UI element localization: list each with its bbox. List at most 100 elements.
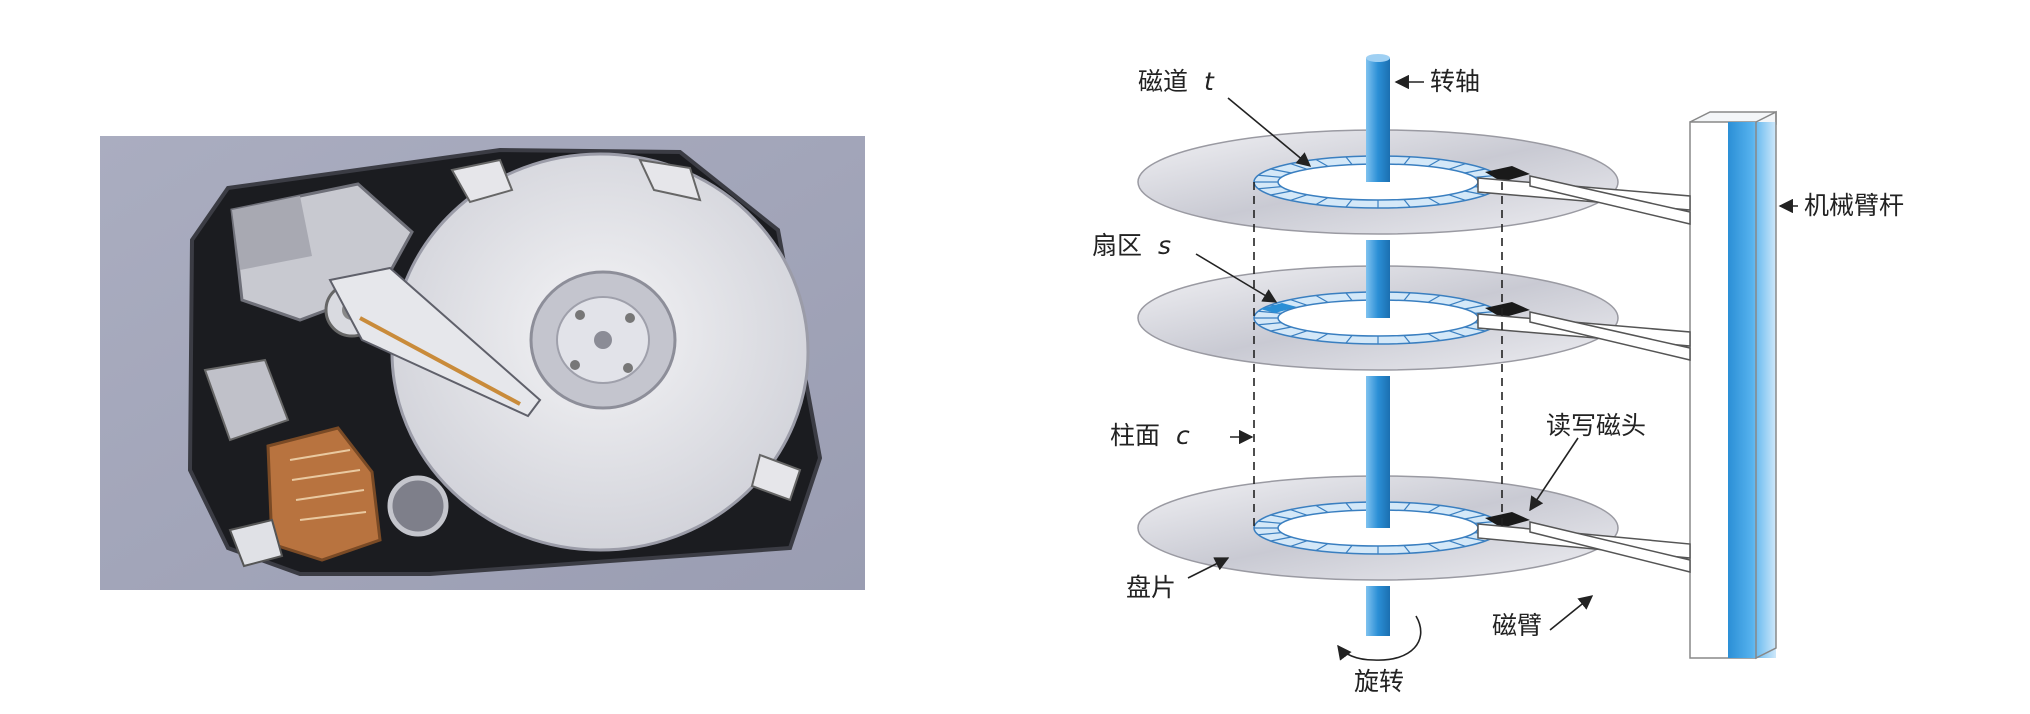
sector-divider xyxy=(1464,514,1486,520)
arm-2-lower xyxy=(1529,311,1691,361)
hdd-hub-center xyxy=(594,331,612,349)
sector-divider xyxy=(1290,299,1308,306)
sector-divider xyxy=(1464,190,1486,196)
sector-divider xyxy=(1464,168,1486,174)
sector-divider xyxy=(1345,292,1353,301)
label-cylinder-var: c xyxy=(1176,421,1190,450)
sector-divider xyxy=(1345,156,1353,165)
arms xyxy=(1477,175,1691,573)
sector-divider xyxy=(1403,292,1411,301)
hdd-screw-3 xyxy=(570,360,580,370)
sector-divider xyxy=(1315,333,1329,342)
label-platter: 盘片 xyxy=(1126,573,1176,602)
sector-divider xyxy=(1448,540,1466,547)
hdd-pcb-traces xyxy=(289,449,367,521)
sector-divider xyxy=(1270,190,1292,196)
sector-divider xyxy=(1448,299,1466,306)
sector-divider xyxy=(1270,168,1292,174)
sector-divider xyxy=(1270,514,1292,520)
platter-2-head xyxy=(1485,302,1530,318)
sector-divider xyxy=(1448,163,1466,170)
cylinder-outline xyxy=(1253,182,1503,528)
sector-divider xyxy=(1403,545,1411,554)
hdd-chassis-rim xyxy=(187,147,823,576)
pole-blue-side xyxy=(1728,122,1776,658)
sector-divider xyxy=(1270,536,1292,542)
sector-divider xyxy=(1448,509,1466,516)
label-arm: 磁臂 xyxy=(1492,611,1542,640)
hdd-lower-bracket xyxy=(203,358,290,442)
sector-divider xyxy=(1315,294,1329,303)
sector-divider xyxy=(1427,294,1441,303)
sector-divider xyxy=(1315,197,1329,206)
rotation-arrow xyxy=(1337,615,1422,661)
sector-divider xyxy=(1290,330,1308,337)
platter-leader xyxy=(1187,557,1230,579)
hdd-screw-4 xyxy=(623,363,633,373)
hdd-screw-1 xyxy=(575,310,585,320)
label-sector-var: s xyxy=(1158,231,1171,260)
spindle-top xyxy=(1366,58,1390,182)
sector-divider xyxy=(1403,335,1411,344)
sector-divider xyxy=(1345,199,1353,208)
hdd-clamp-1 xyxy=(450,158,514,204)
svg-text:柱面 c: 柱面 c xyxy=(1110,421,1190,450)
label-head: 读写磁头 xyxy=(1546,411,1646,440)
platter-3-head xyxy=(1485,512,1530,528)
label-spindle: 转轴 xyxy=(1430,67,1480,96)
label-sector: 扇区 xyxy=(1092,231,1142,260)
label-track-var: t xyxy=(1204,67,1215,96)
spindle-mid-2 xyxy=(1366,376,1390,528)
sector-divider xyxy=(1258,520,1282,524)
sector-divider xyxy=(1345,335,1353,344)
sector-divider xyxy=(1258,174,1282,178)
track-leader xyxy=(1227,97,1312,167)
sector-divider xyxy=(1315,158,1329,167)
sector-divider xyxy=(1427,504,1441,513)
disk-diagram: 磁道 t 转轴 机械臂杆 扇区 s 柱面 c 读写磁头 盘片 磁臂 旋转 xyxy=(1092,54,1904,696)
sector-divider xyxy=(1464,304,1486,310)
spindle xyxy=(1366,54,1390,636)
leader-lines xyxy=(1187,74,1798,661)
sector-divider xyxy=(1403,199,1411,208)
sector-divider xyxy=(1448,330,1466,337)
arm-3-lower xyxy=(1529,521,1691,573)
sector-divider xyxy=(1258,310,1282,314)
sector-divider xyxy=(1290,540,1308,547)
arm-1-lower xyxy=(1529,175,1691,225)
label-track: 磁道 xyxy=(1138,67,1188,96)
arm-leader xyxy=(1549,595,1594,631)
sector-divider xyxy=(1315,504,1329,513)
label-rotation: 旋转 xyxy=(1354,667,1404,696)
sector-divider xyxy=(1427,543,1441,552)
spindle-top-cap xyxy=(1366,54,1390,62)
sector-leader xyxy=(1195,253,1278,303)
hdd-filter xyxy=(387,475,449,537)
sector-divider xyxy=(1258,532,1282,536)
platter-1-head xyxy=(1485,166,1530,182)
sector-divider xyxy=(1464,326,1486,332)
hdd-actuator-bracket xyxy=(232,196,312,270)
sector-divider xyxy=(1345,545,1353,554)
sector-divider xyxy=(1290,509,1308,516)
sector-divider xyxy=(1315,543,1329,552)
spindle-mid-1 xyxy=(1366,240,1390,318)
hdd-arm-flex xyxy=(359,316,521,406)
hdd-read-arm xyxy=(328,266,542,418)
svg-text:扇区 s: 扇区 s xyxy=(1092,231,1171,260)
hdd-clamp-2 xyxy=(638,158,702,202)
sector-divider xyxy=(1403,156,1411,165)
pole-side-edge xyxy=(1755,110,1777,660)
sector-divider xyxy=(1427,158,1441,167)
hdd-corner-clip xyxy=(228,518,284,568)
arm-assembly-pole xyxy=(1689,110,1777,660)
sector-divider xyxy=(1403,502,1411,511)
label-cylinder: 柱面 xyxy=(1110,421,1160,450)
svg-text:磁道 t: 磁道 t xyxy=(1138,67,1215,96)
sector-highlight xyxy=(1260,303,1297,313)
sector-divider xyxy=(1345,502,1353,511)
sector-divider xyxy=(1270,326,1292,332)
sector-divider xyxy=(1258,322,1282,326)
sector-divider xyxy=(1427,197,1441,206)
hdd-photo xyxy=(100,136,865,590)
